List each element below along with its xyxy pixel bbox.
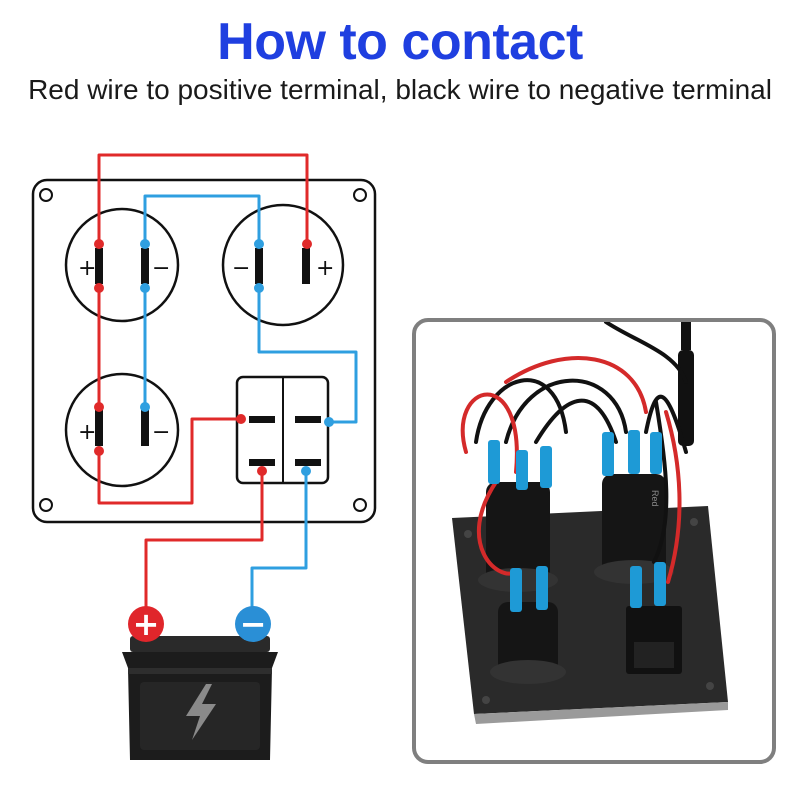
negative-terminal-dots bbox=[140, 239, 334, 476]
positive-symbol: + bbox=[133, 605, 160, 643]
panel-screw-hole bbox=[39, 188, 53, 202]
negative-wire bbox=[143, 194, 358, 610]
switch-panel-outline bbox=[31, 178, 377, 524]
photo-wires bbox=[460, 322, 688, 584]
panel-screw-hole bbox=[353, 498, 367, 512]
panel-screw-hole bbox=[39, 498, 53, 512]
socket-top-left-minus-sign: − bbox=[152, 256, 170, 281]
socket-top-right bbox=[221, 203, 345, 327]
photo-socket-label: Red bbox=[650, 490, 660, 507]
negative-terminal-marker: − bbox=[235, 605, 271, 643]
terminal-blades bbox=[95, 248, 321, 466]
lightning-bolt-icon bbox=[186, 684, 216, 740]
socket-bottom-left bbox=[64, 372, 180, 488]
photo-socket bbox=[602, 474, 666, 574]
socket-top-right-minus-sign: − bbox=[232, 256, 250, 281]
page-title: How to contact bbox=[217, 13, 583, 71]
battery bbox=[122, 626, 278, 760]
socket-bottom-left-minus-sign: − bbox=[152, 420, 170, 445]
page-subtitle: Red wire to positive terminal, black wir… bbox=[28, 74, 772, 105]
socket-top-left bbox=[64, 207, 180, 323]
photo-blue-terminals bbox=[488, 430, 666, 612]
negative-symbol: − bbox=[240, 605, 267, 643]
socket-top-left-plus-sign: + bbox=[78, 256, 96, 281]
panel-screw-hole bbox=[353, 188, 367, 202]
positive-terminal-dots bbox=[94, 239, 312, 476]
photo-socket bbox=[498, 602, 558, 678]
product-photo-frame: Red bbox=[412, 318, 776, 764]
product-photo: Red bbox=[452, 322, 728, 724]
socket-top-right-plus-sign: + bbox=[316, 256, 334, 281]
positive-terminal-marker: + bbox=[128, 605, 164, 643]
socket-bottom-left-plus-sign: + bbox=[78, 420, 96, 445]
photo-socket bbox=[486, 482, 550, 582]
positive-wire bbox=[97, 153, 309, 612]
